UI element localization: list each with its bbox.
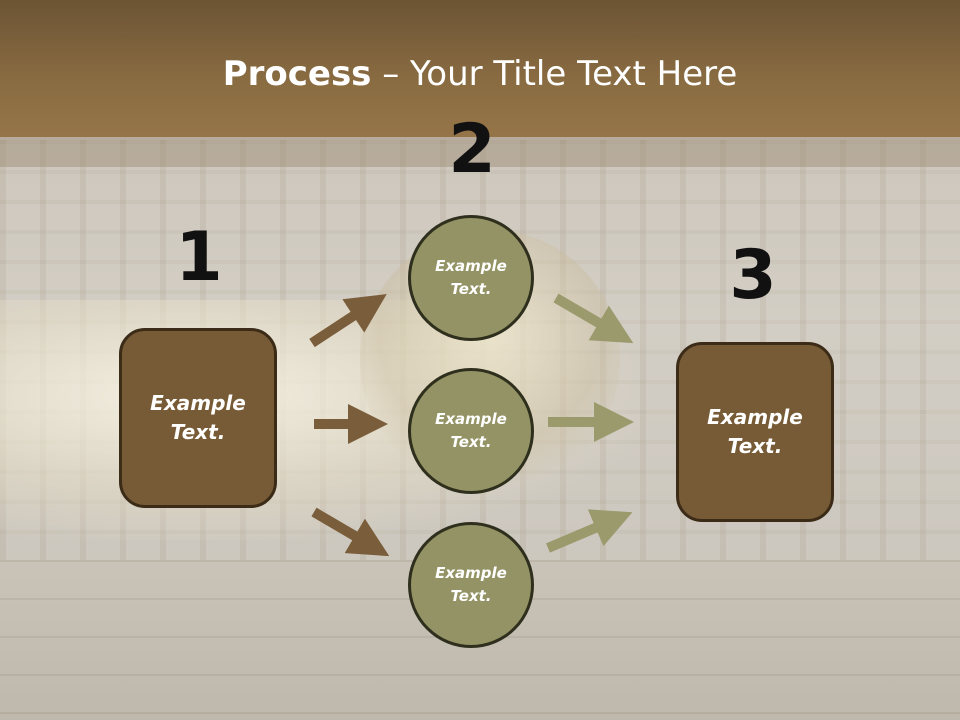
title-rest: – Your Title Text Here xyxy=(371,54,738,94)
process-circle-top: Example Text. xyxy=(408,215,534,341)
title-bold: Process xyxy=(222,54,372,94)
step-number-1: 1 xyxy=(175,218,223,297)
left-box-label: Example Text. xyxy=(150,391,246,444)
header-strip xyxy=(0,137,960,167)
circle-bottom-label: Example Text. xyxy=(435,564,507,605)
right-process-box: Example Text. xyxy=(676,342,834,522)
slide-title: Process – Your Title Text Here xyxy=(0,50,960,98)
circle-top-label: Example Text. xyxy=(435,257,507,298)
arrow-left-to-top xyxy=(309,294,387,348)
step-number-3: 3 xyxy=(729,236,777,315)
arrow-left-to-bottom xyxy=(311,507,390,557)
header-band xyxy=(0,0,960,137)
arrow-top-to-right xyxy=(553,293,634,344)
process-circle-bottom: Example Text. xyxy=(408,522,534,648)
arrow-bottom-to-right xyxy=(546,509,633,553)
circle-middle-label: Example Text. xyxy=(435,410,507,451)
right-box-label: Example Text. xyxy=(707,405,803,458)
left-process-box: Example Text. xyxy=(119,328,277,508)
step-number-2: 2 xyxy=(448,110,496,189)
process-circle-middle: Example Text. xyxy=(408,368,534,494)
